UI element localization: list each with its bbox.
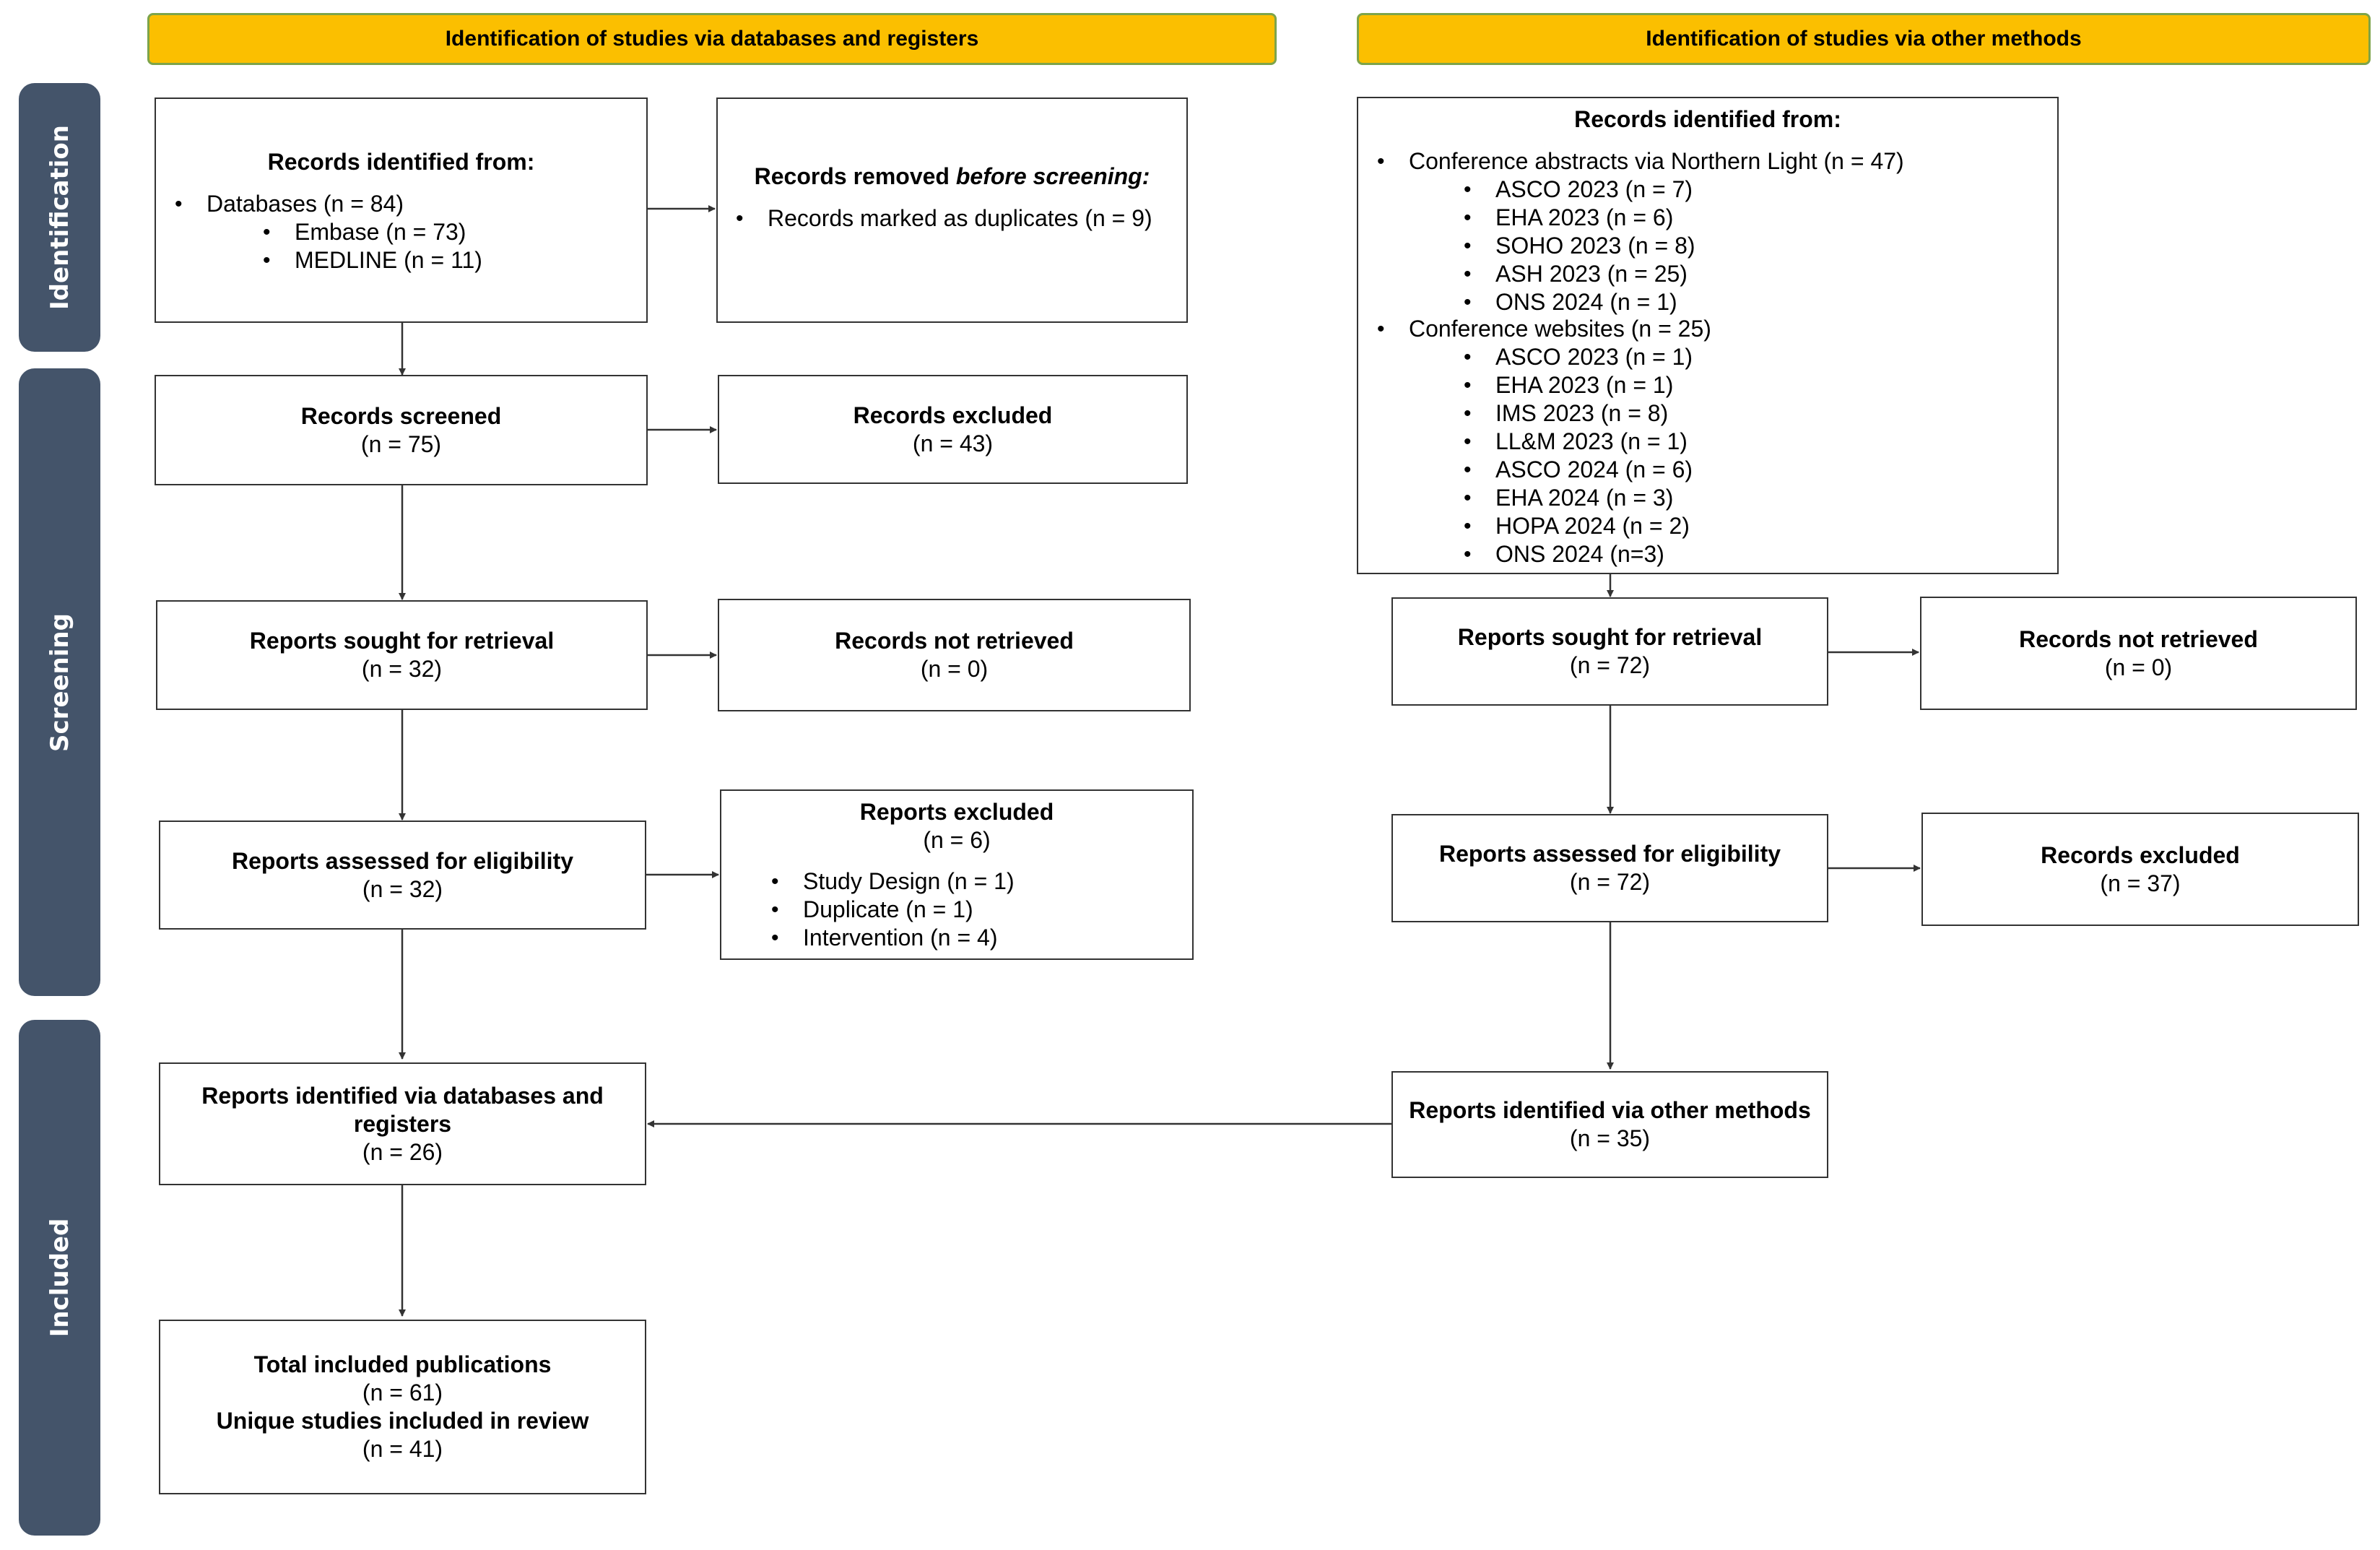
- conference-abstract-item: ONS 2024 (n = 1): [1464, 288, 1695, 316]
- phase-screening-label: Screening: [45, 612, 74, 752]
- phase-screening: Screening: [19, 368, 100, 996]
- left-records-identified-title: Records identified from:: [267, 149, 535, 175]
- header-other-methods-label: Identification of studies via other meth…: [1646, 27, 2082, 51]
- header-databases: Identification of studies via databases …: [147, 13, 1277, 65]
- left-reports-excluded-title: Reports excluded: [859, 799, 1054, 825]
- left-records-removed-item: Records marked as duplicates (n = 9): [736, 204, 1158, 233]
- left-records-screened-count: (n = 75): [360, 430, 442, 457]
- phase-included-label: Included: [45, 1218, 74, 1338]
- conference-abstract-item: EHA 2023 (n = 6): [1464, 204, 1695, 232]
- left-reports-identified-title: Reports identified via databases and reg…: [201, 1082, 604, 1137]
- left-reports-excluded-item: Intervention (n = 4): [771, 924, 1015, 952]
- conference-website-item: EHA 2023 (n = 1): [1464, 371, 1693, 399]
- phase-identification: Identification: [19, 83, 100, 352]
- conference-websites-group: Conference websites (n = 25): [1377, 315, 1711, 343]
- left-records-screened-title: Records screened: [300, 402, 502, 429]
- right-records-identified-box: Records identified from: Conference abst…: [1357, 97, 2059, 574]
- conference-website-item: ASCO 2023 (n = 1): [1464, 343, 1693, 371]
- left-reports-excluded-item: Study Design (n = 1): [771, 867, 1015, 896]
- conference-website-item: ASCO 2024 (n = 6): [1464, 456, 1693, 484]
- left-reports-excluded-count: (n = 6): [923, 827, 991, 853]
- right-reports-identified-box: Reports identified via other methods (n …: [1391, 1071, 1828, 1178]
- left-reports-assessed-title: Reports assessed for eligibility: [231, 847, 574, 874]
- unique-studies-title: Unique studies included in review: [216, 1408, 589, 1434]
- right-records-not-retrieved-box: Records not retrieved (n = 0): [1920, 597, 2357, 710]
- left-reports-excluded-box: Reports excluded (n = 6) Study Design (n…: [720, 789, 1194, 960]
- left-records-identified-subitem: Embase (n = 73): [263, 218, 482, 246]
- left-records-excluded-box: Records excluded (n = 43): [718, 375, 1188, 484]
- left-records-screened-box: Records screened (n = 75): [155, 375, 648, 485]
- conference-abstract-item: ASH 2023 (n = 25): [1464, 260, 1695, 288]
- left-reports-sought-count: (n = 32): [361, 656, 443, 682]
- conference-abstract-item: SOHO 2023 (n = 8): [1464, 232, 1695, 260]
- right-reports-identified-title: Reports identified via other methods: [1409, 1097, 1811, 1123]
- unique-studies-count: (n = 41): [362, 1436, 443, 1462]
- left-records-identified-item: Databases (n = 84): [175, 190, 404, 218]
- conference-website-item: LL&M 2023 (n = 1): [1464, 428, 1693, 456]
- right-records-not-retrieved-count: (n = 0): [2104, 654, 2173, 680]
- phase-included: Included: [19, 1020, 100, 1536]
- left-records-not-retrieved-title: Records not retrieved: [835, 628, 1074, 654]
- left-reports-identified-count: (n = 26): [362, 1138, 443, 1165]
- left-records-not-retrieved-count: (n = 0): [920, 656, 989, 682]
- left-records-excluded-title: Records excluded: [853, 402, 1053, 428]
- left-reports-identified-box: Reports identified via databases and reg…: [159, 1062, 646, 1185]
- right-reports-identified-count: (n = 35): [1569, 1125, 1651, 1151]
- conference-website-item: HOPA 2024 (n = 2): [1464, 512, 1693, 540]
- conference-website-item: EHA 2024 (n = 3): [1464, 484, 1693, 512]
- left-reports-sought-box: Reports sought for retrieval (n = 32): [156, 600, 648, 710]
- right-reports-assessed-box: Reports assessed for eligibility (n = 72…: [1391, 814, 1828, 922]
- conference-abstract-item: ASCO 2023 (n = 7): [1464, 176, 1695, 204]
- left-records-excluded-count: (n = 43): [912, 430, 994, 456]
- right-reports-sought-box: Reports sought for retrieval (n = 72): [1391, 597, 1828, 706]
- left-records-removed-title: Records removed before screening:: [754, 163, 1150, 189]
- right-records-identified-title: Records identified from:: [1574, 106, 1841, 132]
- left-reports-assessed-box: Reports assessed for eligibility (n = 32…: [159, 821, 646, 930]
- right-reports-assessed-count: (n = 72): [1569, 869, 1651, 895]
- left-records-not-retrieved-box: Records not retrieved (n = 0): [718, 599, 1191, 711]
- right-reports-sought-count: (n = 72): [1569, 652, 1651, 678]
- conference-website-item: IMS 2023 (n = 8): [1464, 399, 1693, 428]
- right-records-not-retrieved-title: Records not retrieved: [2019, 625, 2258, 652]
- header-other-methods: Identification of studies via other meth…: [1357, 13, 2371, 65]
- right-reports-sought-title: Reports sought for retrieval: [1457, 624, 1763, 650]
- right-records-excluded-box: Records excluded (n = 37): [1921, 813, 2359, 926]
- header-databases-label: Identification of studies via databases …: [445, 27, 979, 51]
- conference-website-item: ONS 2024 (n=3): [1464, 540, 1693, 568]
- left-reports-excluded-item: Duplicate (n = 1): [771, 896, 1015, 924]
- left-reports-assessed-count: (n = 32): [362, 875, 443, 902]
- total-included-title: Total included publications: [253, 1351, 552, 1377]
- right-reports-assessed-title: Reports assessed for eligibility: [1438, 841, 1781, 867]
- left-records-identified-box: Records identified from: Databases (n = …: [155, 98, 648, 323]
- total-included-count: (n = 61): [362, 1380, 443, 1406]
- right-records-excluded-title: Records excluded: [2041, 841, 2240, 868]
- right-records-excluded-count: (n = 37): [2100, 870, 2181, 896]
- conference-abstracts-group: Conference abstracts via Northern Light …: [1377, 147, 1904, 176]
- phase-identification-label: Identification: [45, 125, 74, 310]
- left-records-identified-subitem: MEDLINE (n = 11): [263, 246, 482, 274]
- left-reports-sought-title: Reports sought for retrieval: [249, 628, 555, 654]
- total-included-box: Total included publications (n = 61) Uni…: [159, 1320, 646, 1494]
- left-records-removed-box: Records removed before screening: Record…: [716, 98, 1188, 323]
